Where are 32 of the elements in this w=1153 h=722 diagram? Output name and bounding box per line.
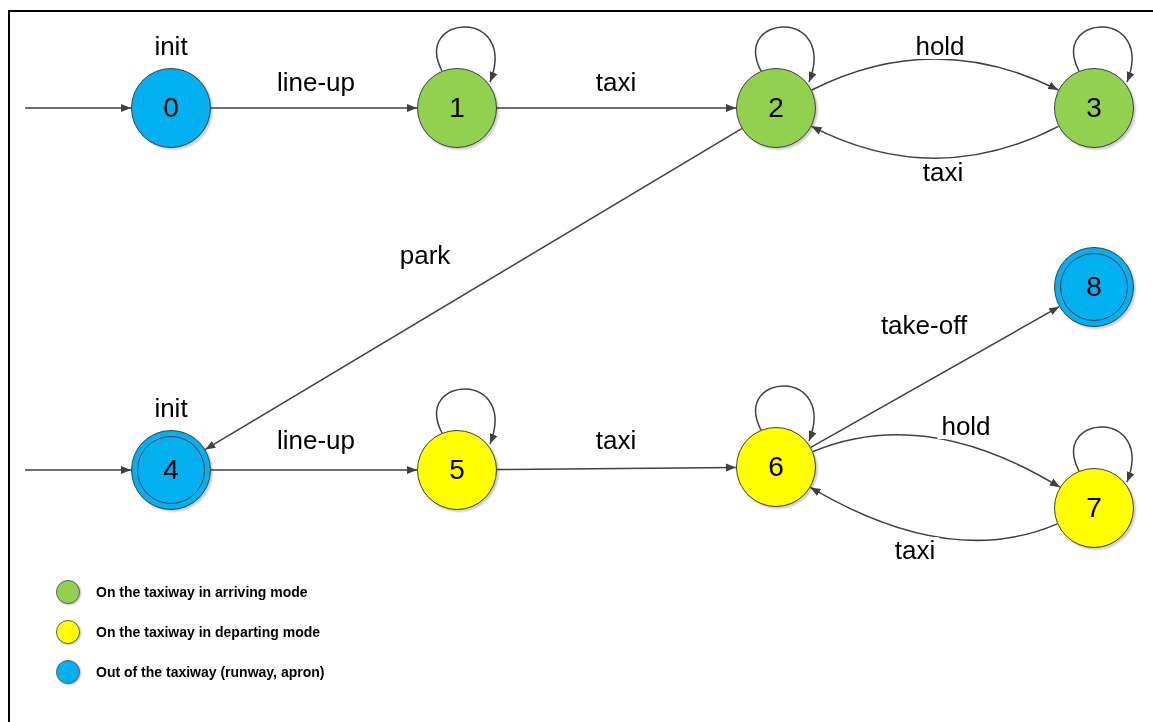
state-number: 2 bbox=[768, 94, 784, 122]
legend-text: On the taxiway in departing mode bbox=[96, 622, 321, 642]
state-number: 3 bbox=[1086, 94, 1102, 122]
state-number: 6 bbox=[768, 453, 784, 481]
transition-arrow bbox=[24, 104, 132, 112]
transition-arrow bbox=[811, 58, 1059, 91]
transition-arrow bbox=[210, 466, 418, 474]
transition-arrow bbox=[812, 434, 1061, 488]
self-loop-arrow bbox=[755, 385, 816, 442]
self-loop-arrow bbox=[1073, 426, 1134, 483]
state-label: init bbox=[154, 395, 188, 421]
transition-arrow bbox=[24, 466, 132, 474]
state-number: 7 bbox=[1086, 494, 1102, 522]
self-loop-arrow bbox=[436, 26, 497, 83]
transition-arrow bbox=[210, 104, 418, 112]
transition-arrow bbox=[810, 305, 1060, 449]
transition-arrow bbox=[809, 486, 1058, 542]
self-loop-arrow bbox=[1073, 26, 1134, 83]
state-number: 4 bbox=[163, 456, 179, 484]
self-loop-arrow bbox=[436, 388, 497, 445]
state-number: 0 bbox=[163, 94, 179, 122]
state-label: init bbox=[154, 33, 188, 59]
transition-arrow bbox=[496, 104, 737, 112]
state-number: 1 bbox=[449, 94, 465, 122]
self-loop-arrow bbox=[755, 26, 816, 83]
state-number: 8 bbox=[1086, 273, 1102, 301]
transition-arrow bbox=[810, 125, 1060, 159]
legend-text: On the taxiway in arriving mode bbox=[96, 582, 308, 602]
transition-arrow bbox=[496, 463, 737, 472]
transition-arrow bbox=[204, 127, 743, 451]
legend-text: Out of the taxiway (runway, apron) bbox=[96, 662, 325, 682]
state-number: 5 bbox=[449, 456, 465, 484]
